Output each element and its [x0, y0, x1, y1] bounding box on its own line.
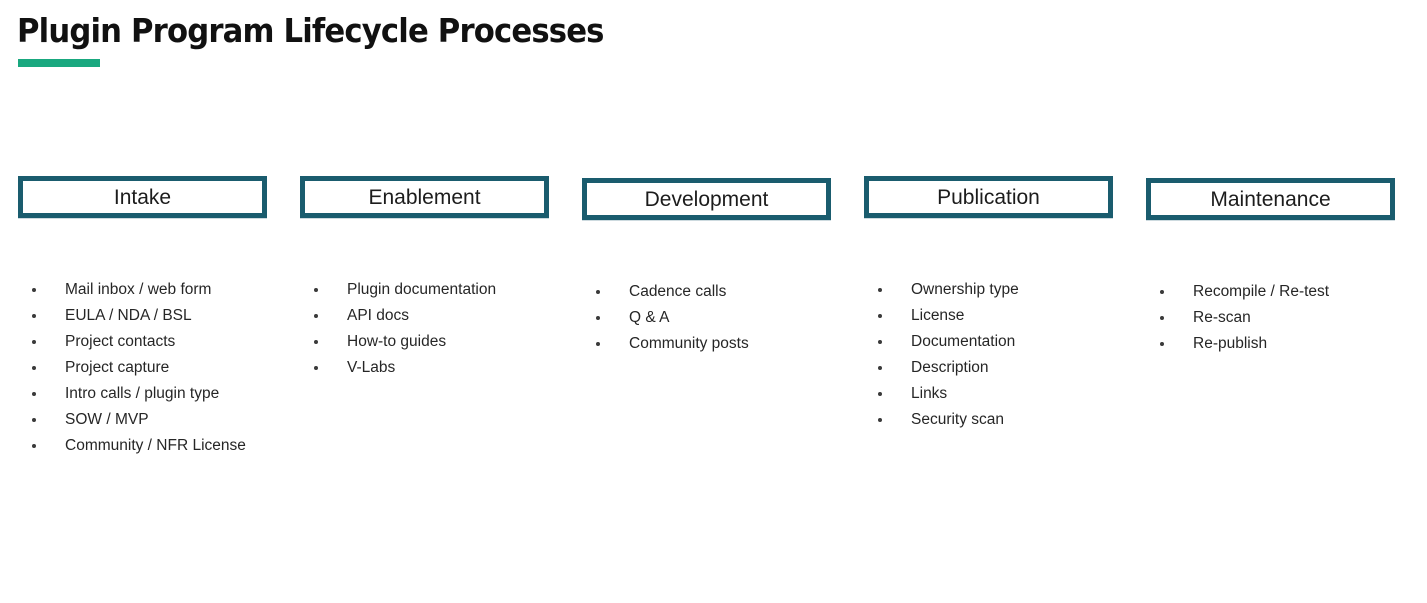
list-item: Documentation [864, 329, 1113, 355]
list-item: SOW / MVP [18, 407, 267, 433]
list-item: Project capture [18, 355, 267, 381]
phase-header-publication[interactable]: Publication [864, 176, 1113, 218]
list-item-label: Community / NFR License [65, 437, 246, 454]
list-item: Project contacts [18, 329, 267, 355]
list-item: Security scan [864, 407, 1113, 433]
list-item: Q & A [582, 305, 831, 331]
phase-header-inner-border: Development [587, 183, 826, 215]
list-item: Mail inbox / web form [18, 277, 267, 303]
phase-header-label: Intake [113, 185, 172, 209]
bullet-dot-icon [878, 340, 882, 344]
list-item: Community / NFR License [18, 433, 267, 459]
list-item: Recompile / Re-test [1146, 279, 1395, 305]
list-item: Intro calls / plugin type [18, 381, 267, 407]
list-item-label: Project contacts [65, 333, 176, 350]
list-item-label: Documentation [911, 333, 1016, 350]
list-item: Plugin documentation [300, 277, 549, 303]
list-item: Cadence calls [582, 279, 831, 305]
list-item: API docs [300, 303, 549, 329]
bullet-dot-icon [32, 314, 36, 318]
phase-header-label: Enablement [368, 185, 481, 209]
list-item-label: Security scan [911, 411, 1005, 428]
phase-header-inner-border: Intake [23, 181, 262, 213]
list-item: Community posts [582, 331, 831, 357]
bullet-dot-icon [878, 418, 882, 422]
bullet-dot-icon [32, 340, 36, 344]
bullet-dot-icon [1160, 290, 1164, 294]
list-item: Links [864, 381, 1113, 407]
bullet-dot-icon [314, 340, 318, 344]
list-item-label: Links [911, 385, 948, 402]
phase-header-maintenance[interactable]: Maintenance [1146, 178, 1395, 220]
list-item-label: Description [911, 359, 989, 376]
bullet-dot-icon [878, 314, 882, 318]
list-item: Re-publish [1146, 331, 1395, 357]
bullet-dot-icon [878, 392, 882, 396]
list-item-label: Plugin documentation [347, 281, 497, 298]
list-item-label: Recompile / Re-test [1193, 283, 1330, 300]
list-item-label: API docs [347, 307, 410, 324]
list-item-label: Project capture [65, 359, 170, 376]
bullet-dot-icon [878, 288, 882, 292]
phase-header-enablement[interactable]: Enablement [300, 176, 549, 218]
bullet-dot-icon [314, 288, 318, 292]
list-item: Re-scan [1146, 305, 1395, 331]
phase-header-label: Maintenance [1210, 187, 1331, 211]
phase-header-inner-border: Enablement [305, 181, 544, 213]
bullet-dot-icon [596, 290, 600, 294]
phase-header-intake[interactable]: Intake [18, 176, 267, 218]
bullet-dot-icon [314, 366, 318, 370]
title-accent-bar [18, 59, 100, 67]
phase-header-label: Development [644, 187, 769, 211]
bullet-dot-icon [1160, 316, 1164, 320]
list-item-label: Re-publish [1193, 335, 1268, 352]
list-item: EULA / NDA / BSL [18, 303, 267, 329]
phase-header-development[interactable]: Development [582, 178, 831, 220]
list-item: V-Labs [300, 355, 549, 381]
bullet-dot-icon [314, 314, 318, 318]
page-title: Plugin Program Lifecycle Processes [17, 11, 604, 50]
phase-header-inner-border: Maintenance [1151, 183, 1390, 215]
list-item-label: License [911, 307, 965, 324]
list-item: Ownership type [864, 277, 1113, 303]
bullet-dot-icon [32, 288, 36, 292]
list-item: Description [864, 355, 1113, 381]
list-item-label: Community posts [629, 335, 749, 352]
list-item: License [864, 303, 1113, 329]
bullet-dot-icon [878, 366, 882, 370]
phase-header-label: Publication [937, 185, 1040, 209]
phase-item-list-development: Cadence calls Q & A Community posts [582, 279, 831, 357]
bullet-dot-icon [32, 366, 36, 370]
list-item-label: Ownership type [911, 281, 1019, 298]
bullet-dot-icon [32, 444, 36, 448]
list-item-label: Q & A [629, 309, 670, 326]
bullet-dot-icon [1160, 342, 1164, 346]
list-item-label: Intro calls / plugin type [65, 385, 220, 402]
bullet-dot-icon [32, 418, 36, 422]
bullet-dot-icon [596, 342, 600, 346]
list-item-label: Re-scan [1193, 309, 1251, 326]
list-item: How-to guides [300, 329, 549, 355]
list-item-label: Cadence calls [629, 283, 727, 300]
list-item-label: V-Labs [347, 359, 396, 376]
list-item-label: EULA / NDA / BSL [65, 307, 192, 324]
phase-header-inner-border: Publication [869, 181, 1108, 213]
bullet-dot-icon [596, 316, 600, 320]
list-item-label: Mail inbox / web form [65, 281, 212, 298]
list-item-label: SOW / MVP [65, 411, 149, 428]
bullet-dot-icon [32, 392, 36, 396]
list-item-label: How-to guides [347, 333, 447, 350]
